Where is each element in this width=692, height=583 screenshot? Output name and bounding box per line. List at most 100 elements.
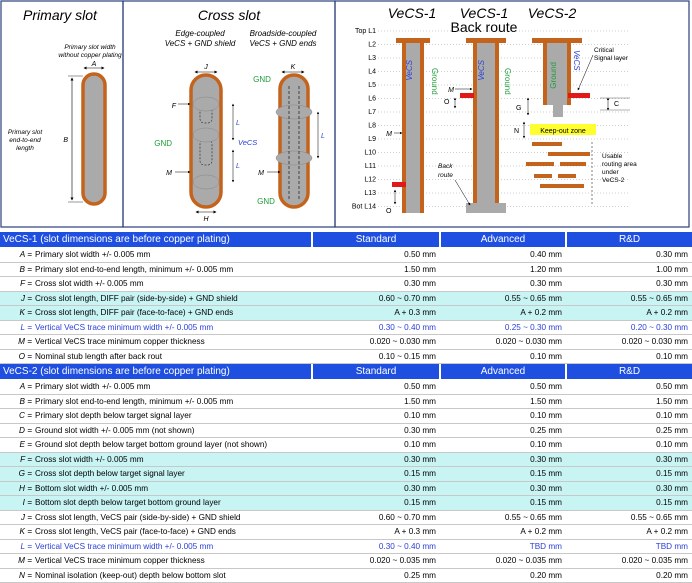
parameter-cell: H =Bottom slot width +/- 0.005 mm	[0, 481, 312, 496]
parameter-description: Vertical VeCS trace minimum width +/- 0.…	[35, 541, 214, 551]
edge-inner-slot-2	[199, 139, 213, 166]
rnd-value: 0.55 ~ 0.65 mm	[566, 291, 692, 306]
v1-top-pad	[396, 38, 430, 43]
advanced-value: 0.15 mm	[440, 466, 566, 482]
v3-g-label: G	[516, 105, 521, 112]
parameter-cell: L =Vertical VeCS trace minimum width +/-…	[0, 539, 312, 554]
advanced-value: 0.55 ~ 0.65 mm	[440, 291, 566, 306]
advanced-value: 0.55 ~ 0.65 mm	[440, 510, 566, 525]
parameter-key: M =	[18, 556, 32, 566]
v2-back-route-core	[466, 203, 506, 213]
table-row: M =Vertical VeCS trace minimum copper th…	[0, 334, 692, 350]
rnd-value: TBD mm	[566, 539, 692, 554]
parameter-cell: F =Cross slot width +/- 0.005 mm	[0, 452, 312, 467]
parameter-cell: A =Primary slot width +/- 0.005 mm	[0, 379, 312, 395]
parameter-cell: G =Cross slot depth below target signal …	[0, 466, 312, 482]
parameter-description: Ground slot width +/- 0.005 mm (not show…	[35, 425, 195, 435]
parameter-cell: E =Ground slot depth below target bottom…	[0, 437, 312, 453]
vecs2-table: VeCS-2 (slot dimensions are before coppe…	[0, 364, 692, 583]
table-row: J =Cross slot length, VeCS pair (side-by…	[0, 510, 692, 525]
standard-value: 0.10 mm	[312, 408, 440, 424]
v3-vecs-label: VeCS	[572, 50, 581, 71]
broad-gnd-label-bottom: GND	[257, 197, 275, 206]
parameter-description: Vertical VeCS trace minimum copper thick…	[35, 337, 205, 347]
parameter-key: O =	[18, 351, 32, 361]
layer-label: L8	[368, 123, 376, 130]
parameter-cell: M =Vertical VeCS trace minimum copper th…	[0, 553, 312, 569]
standard-value: 0.30 mm	[312, 423, 440, 438]
parameter-description: Cross slot length, DIFF pair (side-by-si…	[35, 293, 238, 303]
v3-ground-label: Ground	[549, 62, 558, 89]
stackup-title-2: VeCS-1	[460, 5, 509, 21]
standard-value: A + 0.3 mm	[312, 305, 440, 321]
parameter-description: Vertical VeCS trace minimum copper thick…	[35, 556, 205, 566]
parameter-description: Bottom slot depth below target bottom gr…	[35, 498, 221, 508]
vecs2-header-rnd: R&D	[565, 364, 692, 380]
parameter-description: Cross slot length, VeCS pair (side-by-si…	[35, 512, 241, 522]
edge-gnd-label: GND	[154, 139, 172, 148]
v2-signal-trace	[460, 93, 474, 98]
routing-pad-5	[534, 174, 552, 178]
standard-value: 0.30 mm	[312, 276, 440, 292]
standard-value: 0.50 mm	[312, 247, 440, 263]
table-row: I =Bottom slot depth below target bottom…	[0, 495, 692, 511]
usable-label-2: routing area	[602, 161, 637, 168]
parameter-key: G =	[18, 469, 32, 479]
parameter-description: Nominal isolation (keep-out) depth below…	[35, 570, 226, 580]
table-row: L =Vertical VeCS trace minimum width +/-…	[0, 539, 692, 554]
parameter-key: K =	[19, 527, 32, 537]
parameter-cell: M =Vertical VeCS trace minimum copper th…	[0, 334, 312, 350]
vecs1-header-rnd: R&D	[565, 232, 692, 248]
parameter-key: E =	[19, 440, 32, 450]
broad-gnd-label-top: GND	[253, 75, 271, 84]
layer-label: L13	[364, 190, 376, 197]
keepout-label: Keep-out zone	[540, 128, 586, 135]
advanced-value: A + 0.2 mm	[440, 524, 566, 540]
vecs1-table: VeCS-1 (slot dimensions are before coppe…	[0, 232, 692, 364]
stackup-title-3: VeCS-2	[528, 5, 577, 21]
standard-value: 0.15 mm	[312, 495, 440, 511]
parameter-cell: A =Primary slot width +/- 0.005 mm	[0, 247, 312, 263]
advanced-value: 1.20 mm	[440, 262, 566, 277]
v2-vecs-label: VeCS	[477, 59, 486, 80]
vecs1-header-standard: Standard	[311, 232, 440, 248]
advanced-value: 0.15 mm	[440, 495, 566, 511]
advanced-value: 0.30 mm	[440, 452, 566, 467]
table-row: C =Primary slot depth below target signa…	[0, 408, 692, 424]
parameter-description: Bottom slot width +/- 0.005 mm	[35, 483, 149, 493]
rnd-value: 1.00 mm	[566, 262, 692, 277]
table-row: N =Nominal isolation (keep-out) depth be…	[0, 568, 692, 583]
advanced-value: 0.10 mm	[440, 408, 566, 424]
parameter-key: L =	[20, 322, 32, 332]
rnd-value: 0.55 ~ 0.65 mm	[566, 510, 692, 525]
v3-copper-right	[567, 43, 571, 105]
parameter-cell: B =Primary slot end-to-end length, minim…	[0, 394, 312, 409]
advanced-value: 0.40 mm	[440, 247, 566, 263]
rnd-value: 0.10 mm	[566, 437, 692, 453]
parameter-description: Ground slot depth below target bottom gr…	[35, 440, 268, 450]
back-route-arrow	[454, 179, 471, 206]
critical-arrow	[577, 54, 594, 91]
dim-l-label-1: L	[236, 120, 240, 127]
routing-pad-4	[560, 162, 586, 166]
advanced-value: 0.30 mm	[440, 481, 566, 496]
parameter-cell: N =Nominal isolation (keep-out) depth be…	[0, 568, 312, 583]
rnd-value: 0.30 mm	[566, 276, 692, 292]
spec-tables: VeCS-1 (slot dimensions are before coppe…	[0, 232, 692, 583]
vecs2-header-row: VeCS-2 (slot dimensions are before coppe…	[0, 364, 692, 380]
v1-core	[404, 43, 422, 213]
standard-value: 0.60 ~ 0.70 mm	[312, 291, 440, 306]
back-route-label-2: route	[438, 172, 453, 179]
layer-label: L6	[368, 96, 376, 103]
parameter-cell: D =Ground slot width +/- 0.005 mm (not s…	[0, 423, 312, 438]
edge-gnd-bulge-1	[192, 96, 220, 112]
parameter-description: Cross slot depth below target signal lay…	[35, 469, 185, 479]
dim-l-label-2: L	[236, 163, 240, 170]
parameter-key: C =	[19, 411, 32, 421]
standard-value: 0.30 mm	[312, 481, 440, 496]
v1-signal-trace	[392, 182, 406, 187]
parameter-key: B =	[19, 396, 32, 406]
rnd-value: 0.10 mm	[566, 408, 692, 424]
v2-m-label: M	[448, 87, 454, 94]
